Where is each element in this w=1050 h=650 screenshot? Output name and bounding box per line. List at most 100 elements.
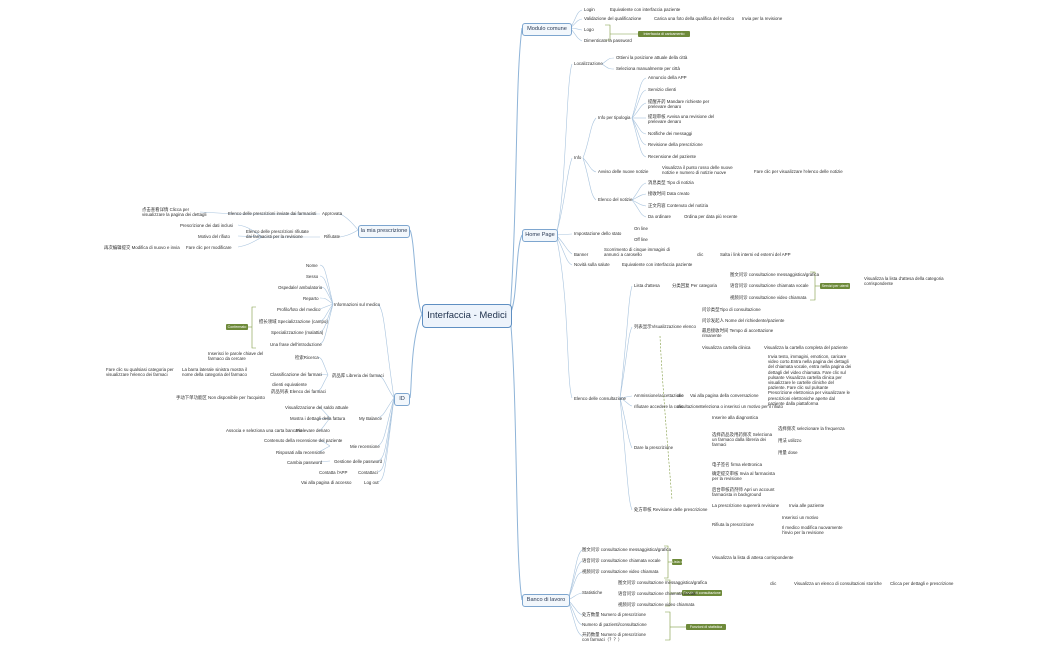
node-risposta-recensione[interactable]: Risposati alla recensione xyxy=(276,450,325,455)
node-libreria-farmaci[interactable]: 药品库 Libreria dei farmaci xyxy=(332,373,384,378)
node-utilizzo[interactable]: 用法 utilizzo xyxy=(778,438,802,443)
node-elenco-farmaci[interactable]: 药品列表 Elenco dei farmaci xyxy=(271,389,326,394)
node-approvata[interactable]: Approvata xyxy=(322,211,343,216)
node-frequenza[interactable]: 选择频次 selezionare la frequenza xyxy=(778,426,845,431)
node-carta-bancaria[interactable]: Associa e seleziona una carta bancaria xyxy=(226,428,303,433)
node-banner[interactable]: Banner xyxy=(574,252,589,257)
node-elenco-inviate: Elenco delle prescrizioni inviate dai fa… xyxy=(228,211,317,216)
node-novita-salute[interactable]: Novità sulla salute xyxy=(574,262,610,267)
node-tempo-accettazione: 最后接收时间 Tempo di accettazione rimanente xyxy=(702,328,774,339)
node-localizzazione[interactable]: Localizzazione xyxy=(574,61,603,66)
node-reparto: Reparto xyxy=(303,296,319,301)
node-contenuto-recensione: Contenuto della recensione del paziente xyxy=(264,438,343,443)
node-cons-video[interactable]: 视频问诊 consultazione video chiamata xyxy=(730,295,807,300)
node-firma-elettronica[interactable]: 电子签名 firma elettronica xyxy=(712,462,763,467)
node-avviso-notizie: Avviso delle nuove notizie xyxy=(598,169,649,174)
node-stat-video[interactable]: 视频问诊 consultazione video chiamata xyxy=(618,602,695,607)
node-dettagli-fattura[interactable]: Mostra i dettagli della fattura xyxy=(290,416,346,421)
tag-statistica: Funzioni di statistica xyxy=(686,624,726,630)
node-motivo-rifiuto: Seleziona o inserisci un motivo per il r… xyxy=(700,404,783,409)
node-info-tipologia[interactable]: Info per tipologia xyxy=(598,115,631,120)
node-dose[interactable]: 用量 dose xyxy=(778,450,798,455)
node-cons-grafica[interactable]: 图文问诊 consultazione messaggistica/grafica xyxy=(730,272,820,277)
node-revisione-prescrizioni[interactable]: 处方审核 Revisione delle prescrizione xyxy=(634,507,708,512)
node-visualizzazione-elenco[interactable]: 列表显示Visualizzazione elenco xyxy=(634,324,696,329)
node-punto-rosso: Visualizza il punto rosso delle nuove no… xyxy=(662,165,733,176)
node-invia-farmacista[interactable]: 确定提交审核 Invia al farmacista per la revisi… xyxy=(712,471,775,482)
node-stat-clic: clic xyxy=(770,581,777,586)
tag-servizi-consultazione: Servizi di consultazione xyxy=(682,590,722,596)
node-numero-pazienti: Numero di pazienti/consultazione xyxy=(582,622,647,627)
branch-home-page[interactable]: Home Page xyxy=(522,229,558,242)
node-my-balance[interactable]: My Balance xyxy=(359,416,382,421)
node-rifiuta-prescrizione[interactable]: Rifiuta la prescrizione xyxy=(712,522,754,527)
node-ricerca[interactable]: 检索Ricerca xyxy=(295,355,319,360)
node-nome-richiedente: 问诊发起人 Nome del richiedente/paziente xyxy=(702,318,785,323)
node-dati-inclusi: Prescrizione dei dati inclusi xyxy=(180,223,233,228)
tag-servizi-utenti: Servizi per utenti xyxy=(820,283,850,289)
node-contattaci[interactable]: Contattaci xyxy=(358,470,378,475)
node-gestione-password[interactable]: Gestione delle password xyxy=(334,459,383,464)
node-da-ordinare[interactable]: Da ordinare xyxy=(648,214,671,219)
node-rifiutare-clic: clic xyxy=(677,404,684,409)
node-log-out[interactable]: Log out xyxy=(364,480,379,485)
node-banco-vocale[interactable]: 语音问诊 consultazione chiamata vocale xyxy=(582,558,661,563)
node-statistiche[interactable]: Statistiche xyxy=(582,590,603,595)
branch-id[interactable]: ID xyxy=(394,393,410,406)
node-inserisci-motivo[interactable]: Inserisci un motivo xyxy=(782,515,819,520)
node-cartella-clinica[interactable]: Visualizza cartella clinica xyxy=(702,345,751,350)
node-stat-vocale[interactable]: 语音问诊 consultazione chiamata vocale xyxy=(618,591,697,596)
node-elenco-consultazione[interactable]: Elenco delle consultazione xyxy=(574,396,626,401)
node-clic-modificare[interactable]: Fare clic per modificare xyxy=(186,245,232,250)
node-impostazione-stato[interactable]: Impostazione dello stato xyxy=(574,231,622,236)
branch-banco-di-lavoro[interactable]: Banco di lavoro xyxy=(522,594,570,607)
node-mie-recensione[interactable]: Mie recensione xyxy=(350,444,380,449)
tag-confermato: Confermato xyxy=(226,324,248,330)
node-revisione-prescrizione: Revisione della prescrizione xyxy=(648,142,703,147)
node-per-categoria[interactable]: 分类回复 Per categoria xyxy=(672,283,717,288)
node-password-dimenticata[interactable]: Dimenticato la password xyxy=(584,38,632,43)
node-login[interactable]: Login xyxy=(584,7,595,12)
node-cambia-password[interactable]: Cambia password xyxy=(287,460,323,465)
node-elenco-notizie[interactable]: Elenco del notizie xyxy=(598,197,633,202)
branch-modulo-comune[interactable]: Modulo comune xyxy=(522,23,572,36)
node-modifica-invio: Il medico modifica nuovamente l'invio pe… xyxy=(782,525,843,536)
node-offline[interactable]: Off line xyxy=(634,237,648,242)
node-invia-paziente: Invia alle paziente xyxy=(789,503,825,508)
node-numero-farmaci: 开药数量 Numero di prescrizione con farmaci（… xyxy=(582,632,646,643)
node-prelevare-denaro[interactable]: Prelevare denaro xyxy=(296,428,330,433)
node-ammissione[interactable]: Ammissione/accettazione xyxy=(634,393,684,398)
node-dare-prescrizione[interactable]: Dare la prescrizione xyxy=(634,445,674,450)
node-validazione[interactable]: Validazione del qualificazione xyxy=(584,16,642,21)
node-ospedale: Ospedale/ ambulatorio xyxy=(278,285,323,290)
node-rifiutate[interactable]: Rifiutate xyxy=(324,234,341,239)
node-seleziona-citta[interactable]: Seleziona manualmente per città xyxy=(616,66,680,71)
node-info-medico[interactable]: Informazioni sul medico xyxy=(334,302,381,307)
tag-lista-attesa: Lista di attesa xyxy=(672,559,695,565)
node-tipo-consultazione: 问诊类型Tipo di consultazione xyxy=(702,307,761,312)
node-banco-grafica[interactable]: 图文问诊 consultazione messaggistica/grafica xyxy=(582,547,672,552)
node-cartella-completa: Visualizza la cartella completa del pazi… xyxy=(764,345,848,350)
node-rifiutare[interactable]: rifiutare accedere la consultazione xyxy=(634,404,701,409)
node-classificazione[interactable]: Classificazione dei farmaci xyxy=(270,372,322,377)
branch-mia-prescrizione[interactable]: la mia prescrizione xyxy=(358,225,410,238)
root-node[interactable]: Interfaccia - Medici xyxy=(422,304,512,328)
node-banco-video[interactable]: 视频问诊 consultazione video chiamata xyxy=(582,569,659,574)
node-online[interactable]: On line xyxy=(634,226,648,231)
node-lista-attesa[interactable]: Lista d'attesa xyxy=(634,283,660,288)
node-modifica-invia[interactable]: 再次编辑提交 Modifica di nuovo e invia xyxy=(104,245,180,250)
node-info[interactable]: Info xyxy=(574,155,582,160)
node-supera-revisione: La prescrizione supererà revisione xyxy=(712,503,780,508)
node-stat-grafica[interactable]: 图文问诊 consultazione messaggistica/grafica xyxy=(618,580,708,585)
node-seleziona-farmaco[interactable]: 选择药品及用药频次 Seleziona un farmaco dalla lib… xyxy=(712,432,773,448)
node-elenco-notizie-clic[interactable]: Fare clic per visualizzare l'elenco dell… xyxy=(754,169,843,174)
tag-interfaccia: Interfaccia di caricamento xyxy=(638,31,690,37)
node-cons-vocale[interactable]: 语音问诊 consultazione chiamata vocale xyxy=(730,283,809,288)
node-inserire-diagnostica[interactable]: Inserire alla diagnostica xyxy=(712,415,759,420)
node-banner-clic: clic xyxy=(697,252,704,257)
node-qualsiasi-categoria[interactable]: Fare clic su qualsiasi categoria per vis… xyxy=(106,367,174,378)
node-dettagli-clic[interactable]: 点击查看详情 Clicca per visualizzare la pagina… xyxy=(142,207,207,218)
node-invia-revisione: Invia per la revisione xyxy=(742,16,783,21)
